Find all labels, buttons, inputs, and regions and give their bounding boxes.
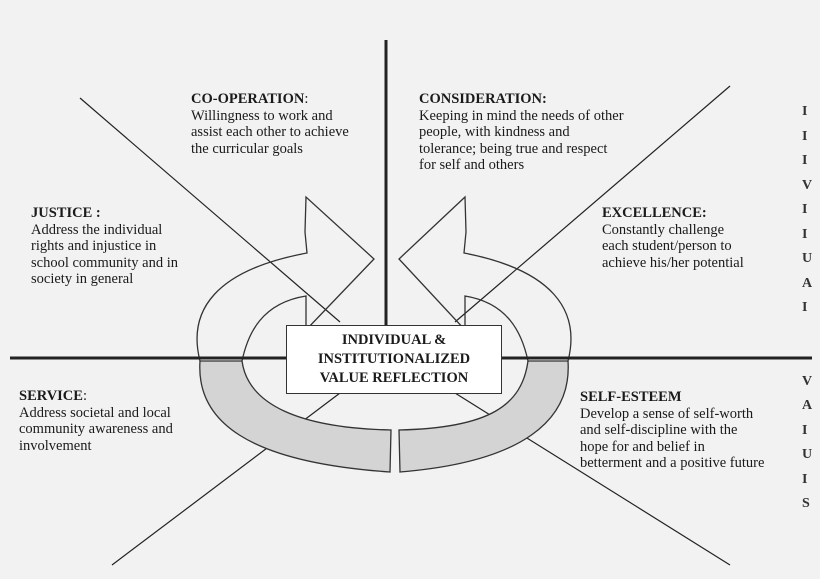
justice-block: JUSTICE : Address the individual rights … (31, 205, 178, 288)
edge-letter (802, 345, 820, 370)
service-colon: : (82, 388, 87, 404)
excellence-heading: EXCELLENCE: (602, 205, 707, 221)
justice-heading: JUSTICE : (31, 205, 101, 221)
edge-letter: I (802, 202, 808, 217)
selfesteem-heading: SELF-ESTEEM (580, 389, 682, 405)
service-text: Address societal and local community awa… (19, 404, 173, 454)
service-heading: SERVICE (19, 388, 83, 404)
edge-letter: I (802, 422, 808, 438)
diagonal-upper-right (454, 85, 731, 323)
center-box: INDIVIDUAL & INSTITUTIONALIZED VALUE REF… (286, 325, 502, 394)
left-arrow-outline (196, 195, 375, 362)
right-ring-band (398, 360, 569, 473)
edge-letter: V (802, 177, 813, 193)
consideration-block: CONSIDERATION: Keeping in mind the needs… (419, 91, 624, 174)
edge-letter: I (802, 153, 808, 168)
edge-letter: I (802, 128, 808, 144)
excellence-block: EXCELLENCE: Constantly challenge each st… (602, 205, 744, 271)
cropped-edge-text: I I I V I I U A I V A I U I S (802, 100, 820, 517)
excellence-text: Constantly challenge each student/person… (602, 221, 744, 271)
edge-letter: A (802, 275, 813, 291)
cooperation-heading: CO-OPERATION (191, 91, 305, 107)
justice-text: Address the individual rights and injust… (31, 221, 178, 288)
edge-letter: S (802, 496, 810, 511)
cooperation-colon: : (304, 91, 309, 107)
center-title: INDIVIDUAL & INSTITUTIONALIZED VALUE REF… (317, 332, 471, 386)
selfesteem-text: Develop a sense of self-worth and self-d… (580, 405, 765, 472)
selfesteem-block: SELF-ESTEEM Develop a sense of self-wort… (580, 389, 764, 472)
diagonal-upper-left (79, 97, 341, 323)
edge-letter: U (802, 251, 813, 266)
consideration-text: Keeping in mind the needs of other peopl… (419, 107, 624, 174)
edge-letter (802, 321, 820, 346)
cooperation-block: CO-OPERATION: Willingness to work and as… (191, 91, 349, 157)
consideration-heading: CONSIDERATION: (419, 91, 547, 107)
edge-letter: I (802, 226, 808, 242)
edge-letter: V (802, 373, 813, 389)
edge-letter: A (802, 398, 813, 413)
service-block: SERVICE: Address societal and local comm… (19, 388, 173, 454)
edge-letter: U (802, 447, 813, 462)
cooperation-text: Willingness to work and assist each othe… (191, 107, 349, 157)
edge-letter: I (802, 300, 808, 315)
left-ring-band (199, 360, 392, 473)
edge-letter: I (802, 104, 808, 119)
right-arrow-outline (398, 195, 572, 362)
edge-letter: I (802, 471, 808, 487)
